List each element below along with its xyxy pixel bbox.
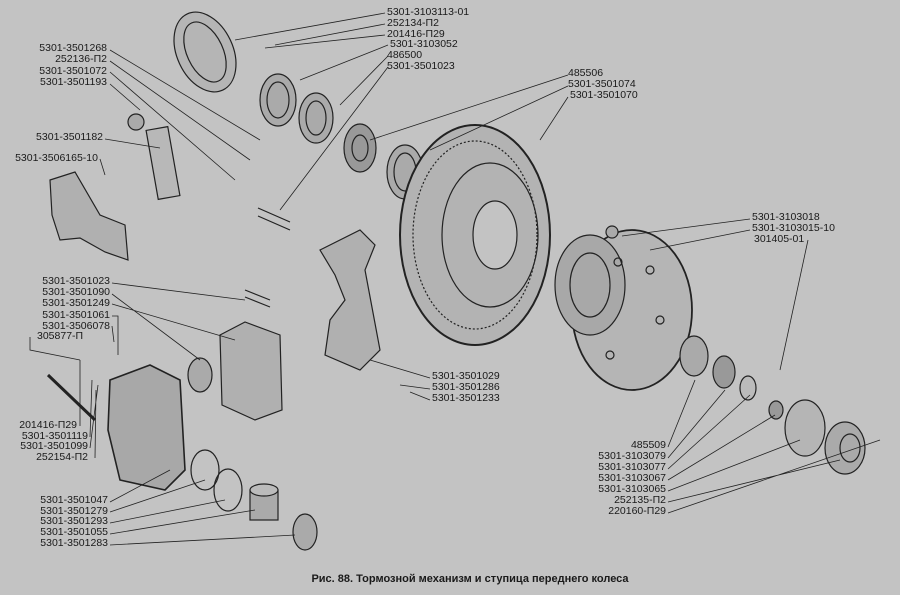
part-label: 5301-3501099 [20,440,88,452]
brake-pad [219,321,283,421]
part-label: 5301-3103079 [598,450,666,462]
part-label: 5301-3501023 [387,60,455,72]
rod [46,373,97,422]
washer [739,375,757,401]
wheel-bolt [605,225,619,239]
part-label: 301405-01 [754,233,805,245]
part-label: 5301-3501072 [39,65,107,77]
part-label: 5301-3501233 [432,392,500,404]
part-label: 5301-3501182 [36,131,103,143]
dust-cover [292,513,318,551]
part-label: 5301-3501055 [40,526,108,538]
bearing-cup-inner [679,335,709,377]
part-label: 252134-П2 [387,17,439,29]
part-label: 5301-3506165-10 [15,152,98,164]
guide-pin-2 [244,289,271,308]
part-label: 5301-3501090 [42,286,110,298]
part-label: 5301-3103077 [598,461,666,473]
part-label: 252154-П2 [36,451,88,463]
boot [187,357,213,393]
part-label: 5301-3501023 [42,275,110,287]
figure-caption: Рис. 88. Тормозной механизм и ступица пе… [311,573,629,585]
plate [145,125,181,201]
dust-shield [173,11,237,93]
part-label: 5301-3103065 [598,483,666,495]
hub-cap [824,421,866,475]
bearing-cone-inner [712,355,736,389]
part-label: 5301-3501293 [40,515,108,527]
gasket [784,399,826,457]
ring [190,449,220,491]
guide-pin [257,207,291,231]
part-label: 5301-3501047 [40,494,108,506]
nut [768,400,784,420]
part-label: 5301-3501070 [570,89,638,101]
part-label: 5301-3501283 [40,537,108,549]
part-label: 5301-3501268 [39,42,107,54]
bearing-cone [343,123,377,173]
part-label: 5301-3501061 [42,309,110,321]
part-label: 486500 [387,49,423,61]
wheel-hub [554,229,693,391]
part-label: 5301-3501119 [21,430,88,442]
part-label: 5301-3103015-10 [752,222,835,234]
part-label: 252136-П2 [55,53,107,65]
part-label: 5301-3103018 [752,211,820,223]
part-label: 5301-3103113-01 [387,6,470,18]
brake-disc [399,124,551,346]
bushing [127,113,145,131]
seal-ring-2 [298,92,334,144]
mounting-bracket [49,171,129,261]
caliper-body [107,364,186,491]
part-label: 5301-3501193 [40,76,107,88]
part-label: 201416-П29 [387,28,445,40]
part-label: 5301-3103052 [390,38,458,50]
part-label: 305877-П [37,330,84,342]
part-label: 5301-3103067 [598,472,666,484]
part-label: 485506 [568,67,604,79]
seal-ring [259,73,297,127]
part-label: 5301-3506078 [42,320,110,332]
ring-2 [213,468,243,512]
part-label: 5301-3501029 [432,370,500,382]
part-label: 220160-П29 [608,505,666,517]
part-label: 201416-П29 [19,419,77,431]
part-label: 5301-3501286 [432,381,500,393]
part-label: 5301-3501279 [40,505,108,517]
caliper-bracket [319,229,381,371]
part-label: 252135-П2 [614,494,666,506]
leader-lines [29,12,881,546]
part-label: 485509 [630,439,666,451]
part-label: 5301-3501249 [42,297,110,309]
part-label: 5301-3501074 [568,78,636,90]
piston [249,483,279,521]
